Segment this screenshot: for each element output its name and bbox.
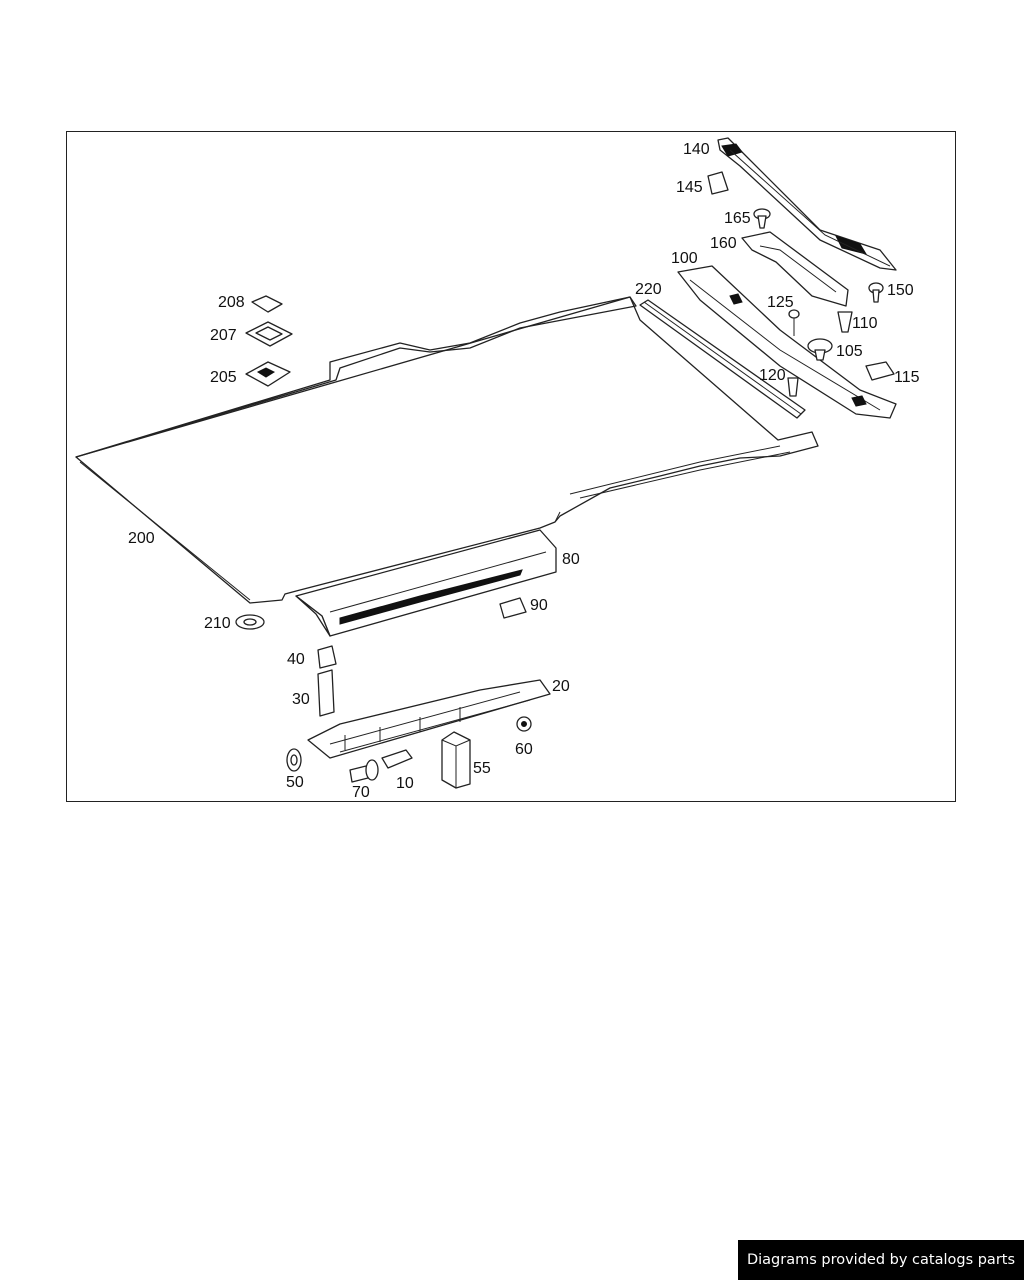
part-220-strip xyxy=(639,299,806,419)
part-115-cap xyxy=(865,361,895,381)
part-60-screw xyxy=(516,716,532,732)
callout-40: 40 xyxy=(287,651,305,668)
callout-220: 220 xyxy=(635,281,662,298)
callout-100: 100 xyxy=(671,250,698,267)
callout-10: 10 xyxy=(396,775,414,792)
part-208-cap xyxy=(251,295,283,313)
callout-160: 160 xyxy=(710,235,737,252)
callout-208: 208 xyxy=(218,294,245,311)
callout-90: 90 xyxy=(530,597,548,614)
callout-115: 115 xyxy=(894,369,920,386)
part-200-floor-mat xyxy=(75,296,819,604)
callout-20: 20 xyxy=(552,678,570,695)
callout-120: 120 xyxy=(759,367,786,384)
part-140-trim-strip xyxy=(717,137,897,271)
callout-150: 150 xyxy=(887,282,914,299)
part-40-clip xyxy=(317,645,337,669)
callout-165: 165 xyxy=(724,210,751,227)
callout-labels: 140 145 165 160 100 150 125 110 105 120 … xyxy=(128,141,920,801)
part-10-plug xyxy=(381,749,413,769)
callout-70: 70 xyxy=(352,784,370,801)
part-145-clip xyxy=(707,171,729,195)
part-55-block xyxy=(441,731,471,789)
callout-55: 55 xyxy=(473,760,491,777)
callout-210: 210 xyxy=(204,615,231,632)
callout-110: 110 xyxy=(852,315,878,332)
diagram-frame xyxy=(66,131,956,802)
callout-30: 30 xyxy=(292,691,310,708)
callout-205: 205 xyxy=(210,369,237,386)
callout-60: 60 xyxy=(515,741,533,758)
part-160-trim-panel xyxy=(741,231,849,307)
part-125-screw xyxy=(788,309,800,336)
callout-50: 50 xyxy=(286,774,304,791)
part-210-washer xyxy=(235,614,265,630)
callout-200: 200 xyxy=(128,530,155,547)
part-150-fastener xyxy=(868,282,884,303)
part-70-bolt xyxy=(349,759,379,783)
part-205-bracket xyxy=(245,361,291,387)
credit-banner: Diagrams provided by catalogs parts xyxy=(738,1240,1024,1280)
part-90-clip xyxy=(499,597,527,619)
part-165-fastener xyxy=(753,208,771,229)
callout-140: 140 xyxy=(683,141,710,158)
callout-125: 125 xyxy=(767,294,794,311)
part-105-plug xyxy=(807,338,833,361)
credit-text: Diagrams provided by catalogs parts xyxy=(746,1252,1016,1268)
part-110-clip xyxy=(837,311,853,333)
part-207-frame xyxy=(245,321,293,347)
callout-145: 145 xyxy=(676,179,703,196)
part-100-sill xyxy=(677,265,897,419)
callout-80: 80 xyxy=(562,551,580,568)
part-50-grommet xyxy=(286,748,302,772)
part-30-bracket xyxy=(317,669,335,717)
part-80-step-trim xyxy=(295,529,557,637)
part-20-step-frame xyxy=(307,679,551,759)
part-120-clip xyxy=(787,377,799,397)
callout-207: 207 xyxy=(210,327,237,344)
callout-105: 105 xyxy=(836,343,863,360)
